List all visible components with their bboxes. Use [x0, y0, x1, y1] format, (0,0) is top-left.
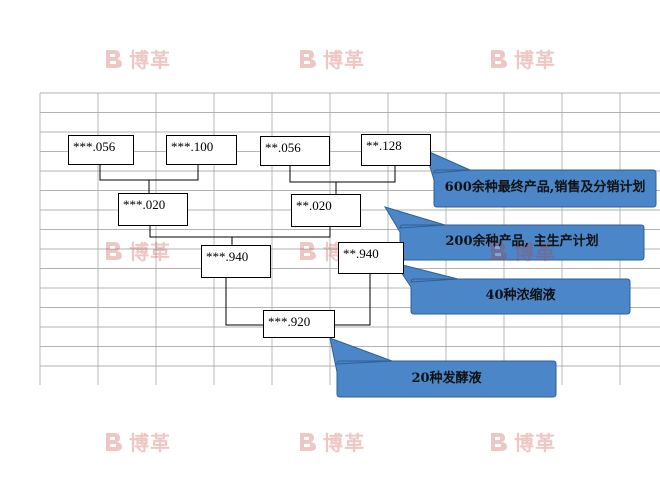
brand-logo-icon [297, 240, 319, 262]
watermark-text: 博革 [323, 431, 365, 455]
brand-logo-icon [297, 431, 319, 453]
brand-logo-icon [488, 48, 510, 70]
watermark-text: 博革 [129, 240, 171, 264]
connector-n5-n6 [149, 226, 331, 238]
watermark-text: 博革 [514, 240, 556, 264]
watermark: 博革 [103, 427, 171, 456]
callout-c4-shape [329, 337, 557, 398]
callout-c1-text: 600余种最终产品,销售及分销计划 [444, 180, 646, 196]
watermark-text: 博革 [323, 48, 365, 72]
node-n1: ***.056 [68, 135, 134, 165]
watermark-text: 博革 [514, 431, 556, 455]
node-n9: ***.920 [263, 310, 335, 338]
callout-c1-shape [424, 149, 657, 208]
brand-logo-icon [488, 431, 510, 453]
callout-c4-text: 20种发酵液 [411, 370, 482, 386]
watermark: 博革 [103, 44, 171, 73]
node-n7: ***.940 [201, 245, 271, 278]
connector-n1-n2 [99, 165, 199, 181]
watermark: 博革 [103, 236, 171, 265]
brand-logo-icon [103, 48, 125, 70]
brand-logo-icon [297, 48, 319, 70]
watermark-text: 博革 [514, 48, 556, 72]
watermark-text: 博革 [129, 431, 171, 455]
watermark: 博革 [297, 44, 365, 73]
node-n2: ***.100 [166, 135, 237, 165]
brand-logo-icon [103, 431, 125, 453]
node-n8: **.940 [338, 242, 404, 274]
callout-c2-text: 200余种产品, 主生产计划 [445, 234, 599, 250]
node-n3: **.056 [260, 136, 330, 166]
brand-logo-icon [103, 240, 125, 262]
callout-c3-text: 40种浓缩液 [485, 288, 556, 304]
watermark: 博革 [488, 427, 556, 456]
connector-n3-n4 [289, 166, 396, 183]
node-n4: **.128 [361, 134, 431, 166]
watermark: 博革 [297, 427, 365, 456]
node-n6: **.020 [291, 194, 361, 227]
watermark: 博革 [488, 236, 556, 265]
watermark: 博革 [488, 44, 556, 73]
callout-c3-shape [393, 262, 631, 315]
node-n5: ***.020 [118, 193, 188, 226]
brand-logo-icon [488, 240, 510, 262]
watermark-text: 博革 [129, 48, 171, 72]
